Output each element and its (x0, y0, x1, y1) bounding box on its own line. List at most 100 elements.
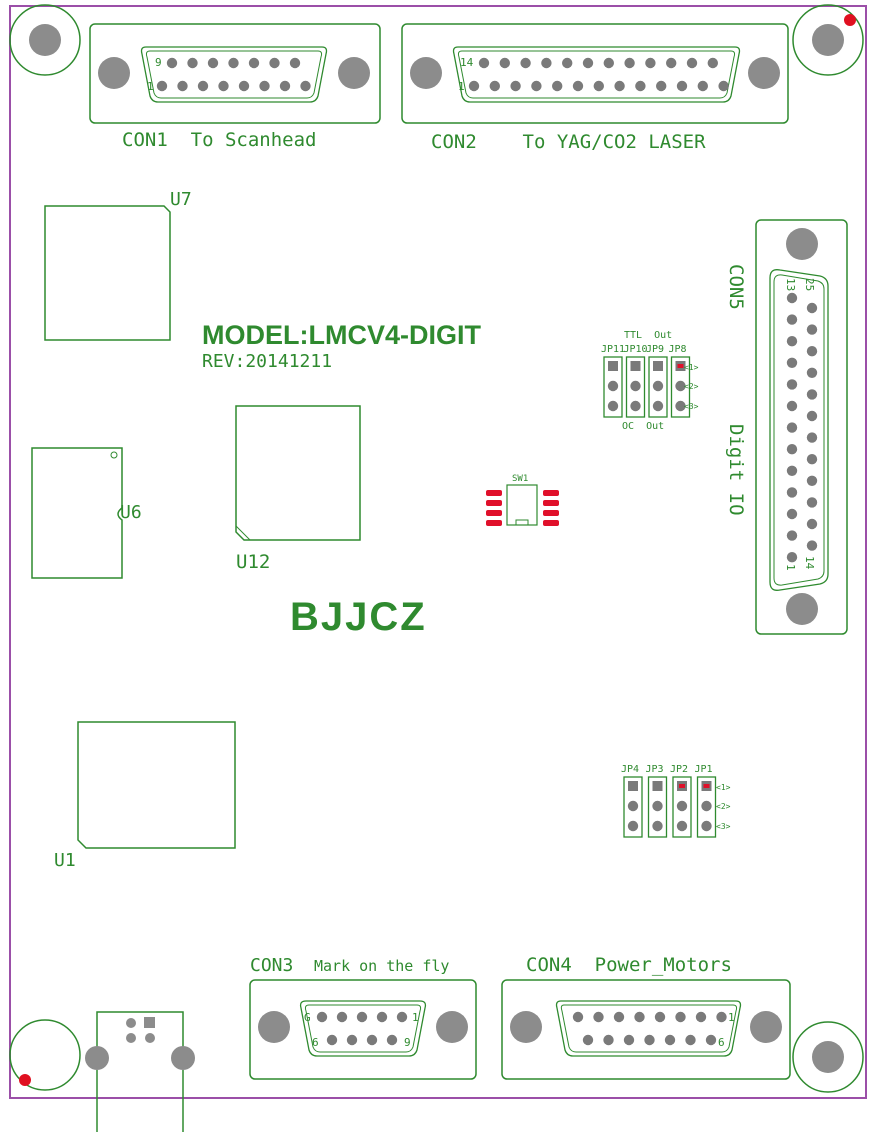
u12-label: U12 (236, 551, 270, 573)
con3-ref-label: CON3 (250, 955, 293, 976)
con2-pin (676, 80, 688, 92)
con2-pin (562, 57, 573, 69)
con1-pin (238, 80, 250, 92)
jumper-pad (675, 380, 686, 392)
con3-desc-label: Mark on the fly (314, 957, 449, 975)
jumper-pad-square (628, 781, 638, 791)
con5-pin (786, 552, 798, 563)
jumper-closed-marker (679, 784, 685, 788)
con5-pin (806, 454, 818, 465)
con2-pin (645, 57, 656, 69)
jp-bottom-pin3-label: <3> (716, 822, 731, 831)
jumper-label: JP9 (646, 344, 664, 355)
jp-top-pin2-label: <2> (684, 382, 699, 391)
con2-pin (510, 80, 521, 92)
con1-pin (156, 80, 168, 92)
con4-pin (634, 1011, 645, 1023)
con5-pin (786, 487, 798, 498)
sw1-pad (486, 500, 502, 506)
con1-pin (197, 80, 209, 92)
mount-hole-top-right (792, 4, 864, 76)
con4-pin (664, 1034, 676, 1046)
pin1-marker (19, 1074, 31, 1086)
u7-footprint (44, 205, 171, 341)
u6-label: U6 (120, 502, 142, 523)
con2-pin (656, 80, 667, 92)
con4-label: CON4 Power_Motors (526, 954, 732, 976)
sw1-switch: SW1 (486, 474, 559, 526)
con3-pin (376, 1011, 388, 1023)
con5-pin (806, 324, 818, 335)
con5-pin (786, 508, 798, 520)
con2-pin (686, 57, 698, 69)
con3-pin (356, 1011, 368, 1023)
con1-pin (248, 57, 260, 69)
con3-pin (366, 1034, 378, 1046)
jumper-closed-marker (703, 784, 710, 788)
con5-pin (786, 292, 798, 304)
con4-pin (685, 1034, 696, 1046)
con5-pin (786, 357, 798, 368)
con5-pin (786, 465, 798, 476)
con2-pin (697, 80, 708, 92)
ttl-out-label: TTL Out (624, 330, 672, 341)
jumper-pad (652, 820, 663, 832)
jumper-pad (676, 820, 688, 832)
sw1-pad (486, 510, 502, 516)
jumper-label: JP10 (624, 344, 648, 355)
jumper-outline (696, 776, 717, 838)
con2-pin (624, 57, 635, 69)
jp-top-pin1-label: <1> (684, 363, 699, 372)
con3-pin (396, 1011, 408, 1023)
con5-pin (806, 302, 818, 314)
jumper-label: JP8 (669, 344, 687, 355)
con4-pin6-label: 6 (718, 1036, 725, 1049)
con1-pin (279, 80, 291, 92)
con2-pin1-label: 1 (458, 80, 465, 93)
con5-pin13-label: 13 (784, 278, 797, 291)
u1-footprint (77, 721, 236, 849)
con5-pin (806, 432, 818, 443)
con3-pin (336, 1011, 348, 1023)
pin1-marker (844, 14, 856, 26)
jumper-pad-square (653, 361, 663, 371)
con5-pin (786, 336, 798, 347)
con5-pin (786, 422, 798, 433)
sw1-pad (543, 510, 559, 516)
con5-pin (806, 518, 818, 530)
con2-pin14-label: 14 (460, 56, 474, 69)
con5-pin1-label: 1 (784, 564, 797, 571)
jumper-outline (670, 356, 691, 418)
model-label: MODEL:LMCV4-DIGIT (202, 320, 481, 350)
oc-out-label: OC Out (622, 421, 664, 432)
con1-pin (177, 80, 188, 92)
jumper-closed-marker (677, 364, 684, 368)
con3-pin (326, 1034, 338, 1046)
jumper-label: JP2 (670, 764, 688, 775)
sw1-pad (486, 490, 502, 496)
con1-pin (289, 57, 301, 69)
con1-pin (187, 57, 198, 69)
jp-top-pin3-label: <3> (684, 402, 699, 411)
con4-pin (582, 1034, 594, 1046)
con1-pin (228, 57, 239, 69)
jumper-outline (672, 776, 692, 838)
jumper-pad (627, 800, 639, 812)
mount-hole-bottom-right (792, 1021, 864, 1093)
jumper-pad (630, 400, 641, 412)
jumper-pad (652, 400, 664, 412)
jumper-pad (627, 820, 639, 832)
jumper-pad-square (652, 781, 663, 791)
jumper-pad (676, 800, 688, 812)
con1-label: CON1 To Scanhead (122, 129, 316, 151)
con4-pin (644, 1034, 655, 1046)
jumper-pad (701, 800, 712, 812)
jumper-pad (652, 800, 663, 812)
jp-bottom-pin2-label: <2> (716, 802, 731, 811)
con5-pin (806, 497, 818, 508)
jp-bottom-pin1-label: <1> (716, 783, 731, 792)
jumper-pad (607, 400, 619, 412)
